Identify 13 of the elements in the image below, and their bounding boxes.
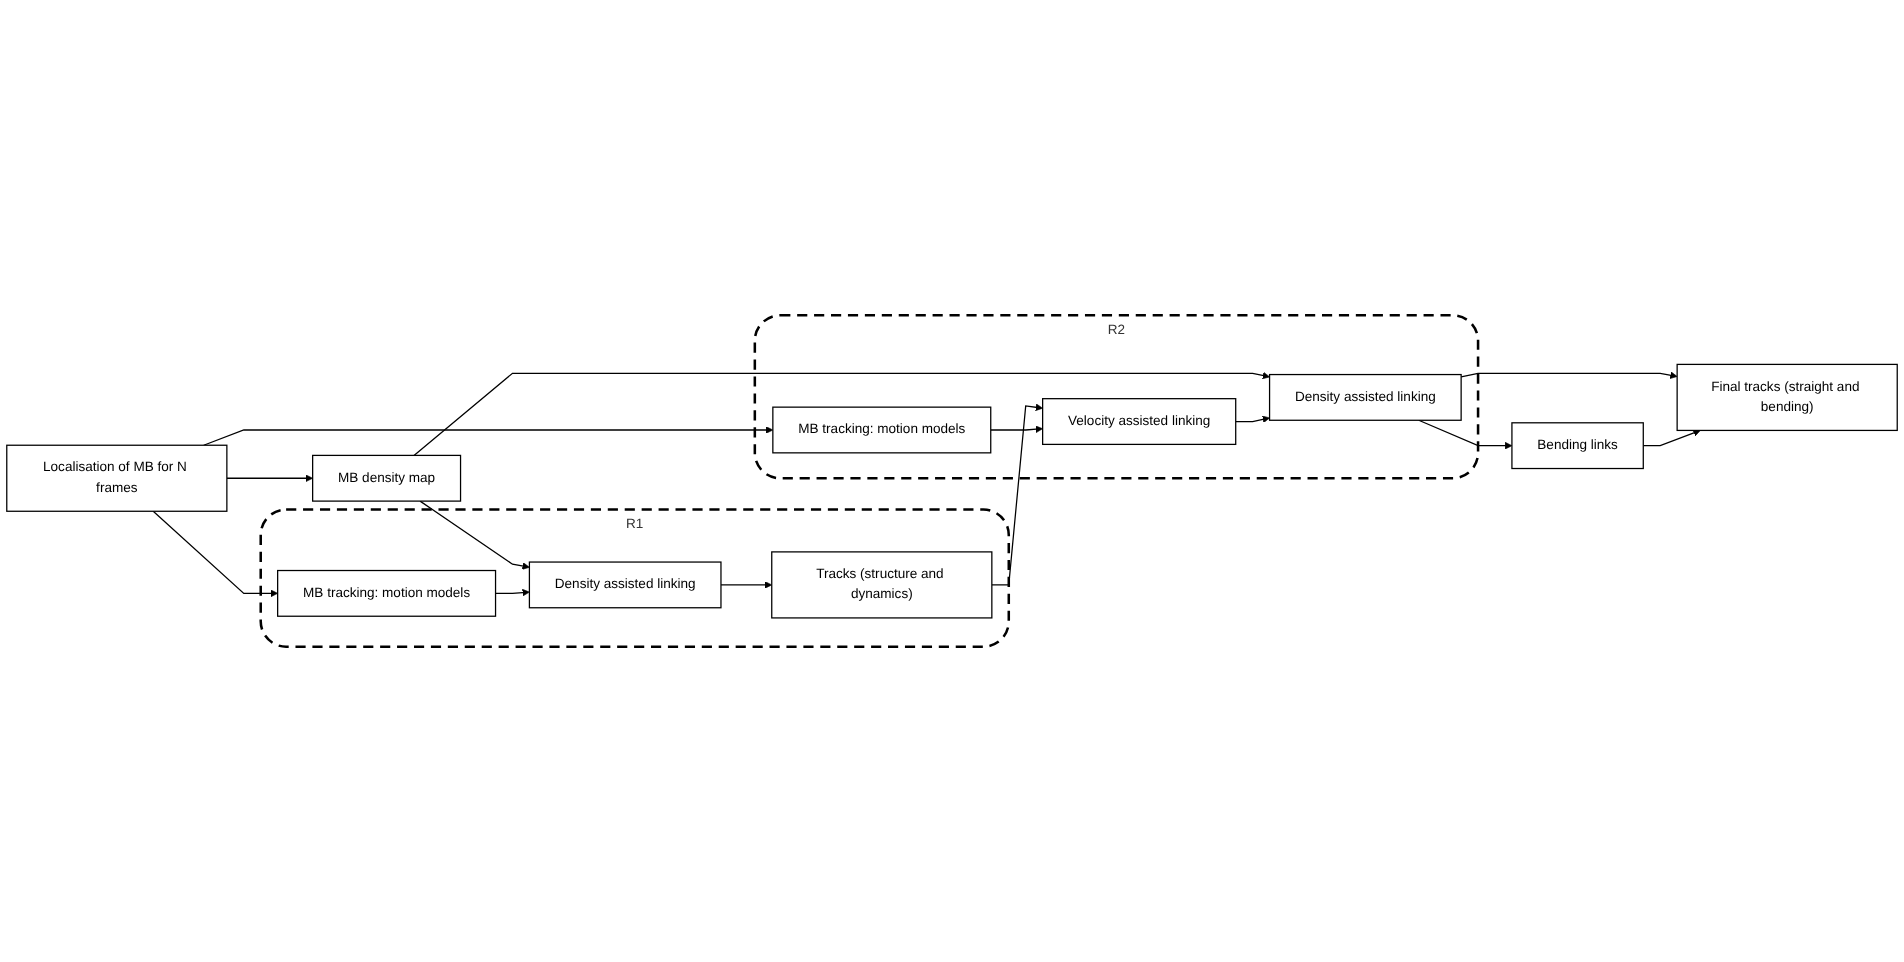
arrow [152,510,278,598]
arrow [720,581,773,589]
arrow [413,371,1270,457]
arrow [1418,419,1513,450]
arrow [494,588,530,597]
arrow [1460,371,1678,379]
arrow [226,474,313,482]
arrow [1235,415,1270,423]
arrow [991,403,1043,586]
arrow [990,425,1043,433]
arrow [203,426,774,446]
arrow [419,500,530,570]
arrow [1642,429,1701,447]
